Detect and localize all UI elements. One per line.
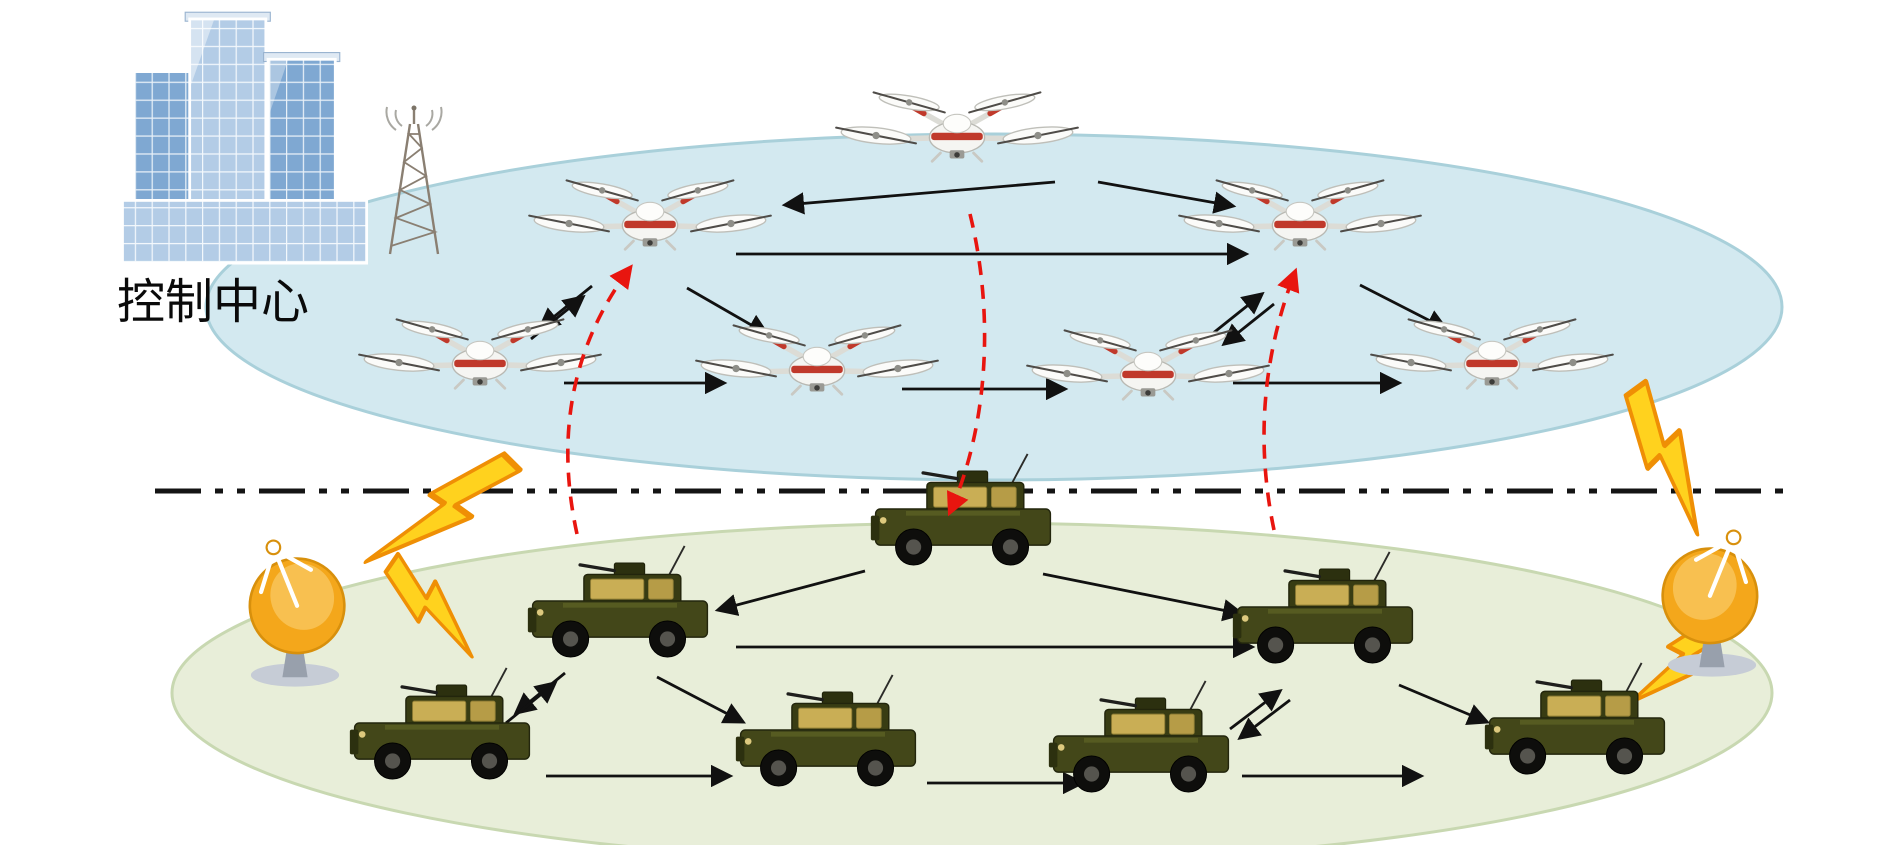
link-arrow (1097, 180, 1237, 214)
link-arrow (1237, 698, 1291, 741)
link-arrow (1211, 291, 1265, 336)
cross-layer-link-arrow (566, 264, 633, 535)
ground-layer-links (505, 569, 1491, 795)
cross-layer-link-arrow (1262, 267, 1300, 531)
link-arrow (656, 675, 746, 724)
cross-layer-links (566, 213, 1300, 535)
link-arrow (1042, 572, 1246, 622)
link-arrow (686, 286, 770, 336)
link-arrow (1398, 683, 1491, 725)
link-arrow (1221, 302, 1275, 347)
link-arrow (505, 680, 558, 725)
link-arrow (714, 569, 866, 616)
uav-layer-links (530, 180, 1449, 401)
control-center-label: 控制中心 (117, 274, 309, 330)
ground-vehicle-network-layer (170, 521, 1774, 845)
control-center-building-icon (121, 10, 369, 265)
cross-layer-link-arrow (947, 213, 987, 517)
link-arrow (781, 180, 1056, 215)
